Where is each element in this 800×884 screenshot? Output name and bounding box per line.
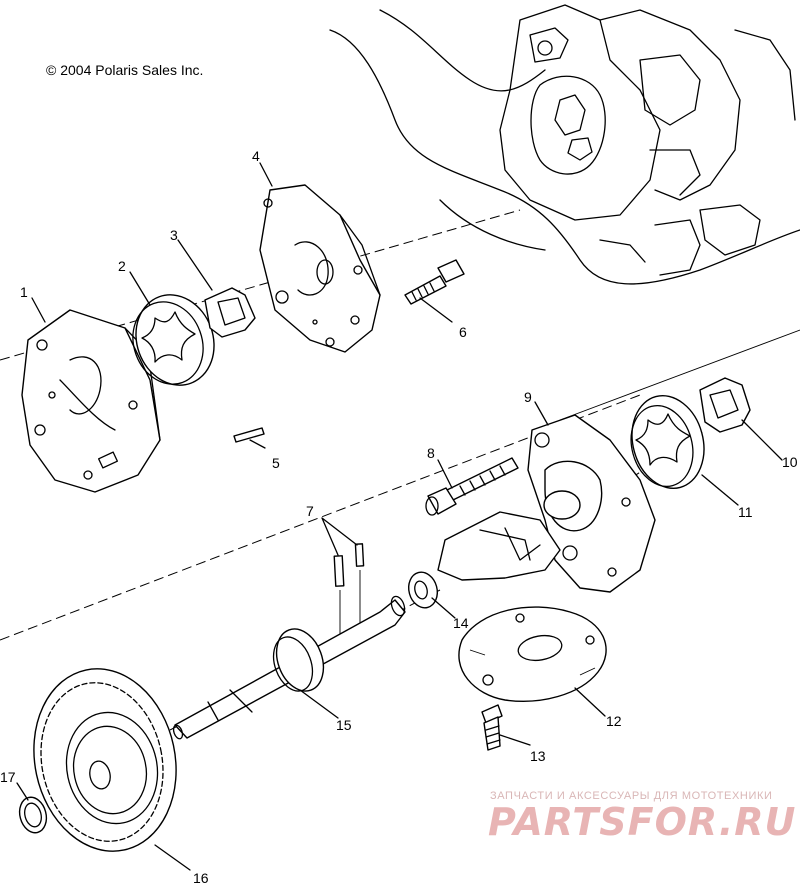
callout-12: 12 bbox=[606, 713, 622, 729]
outer-rotor-secondary bbox=[630, 395, 705, 489]
bolt-long bbox=[425, 457, 519, 516]
assembly-axis-right bbox=[559, 329, 800, 421]
callout-9: 9 bbox=[524, 389, 532, 405]
pump-body bbox=[21, 309, 161, 493]
callout-2: 2 bbox=[118, 258, 126, 274]
callout-3: 3 bbox=[170, 227, 178, 243]
snap-ring bbox=[18, 796, 48, 834]
pump-cover bbox=[527, 414, 656, 593]
callout-7: 7 bbox=[306, 503, 314, 519]
watermark-tagline: ЗАПЧАСТИ И АКСЕССУАРЫ ДЛЯ МОТОТЕХНИКИ bbox=[490, 790, 773, 802]
gasket-plate bbox=[458, 606, 607, 702]
callout-6: 6 bbox=[459, 324, 467, 340]
inner-rotor bbox=[204, 287, 256, 338]
washer bbox=[407, 571, 439, 609]
callout-1: 1 bbox=[20, 284, 28, 300]
pump-plate bbox=[259, 184, 381, 353]
leader-lines bbox=[16, 162, 783, 871]
dowel-pin bbox=[233, 427, 265, 443]
callout-16: 16 bbox=[193, 870, 209, 884]
oil-pickup-screen bbox=[437, 511, 561, 581]
callout-15: 15 bbox=[336, 717, 352, 733]
callout-labels: 1 2 3 4 5 6 7 8 9 10 11 12 13 14 15 16 1… bbox=[0, 148, 798, 884]
screw bbox=[481, 704, 503, 751]
bolt-short bbox=[404, 259, 465, 305]
callout-13: 13 bbox=[530, 748, 546, 764]
callout-17: 17 bbox=[0, 769, 16, 785]
callout-5: 5 bbox=[272, 455, 280, 471]
watermark-logo: PARTSFOR.RU bbox=[488, 800, 797, 844]
callout-14: 14 bbox=[453, 615, 469, 631]
crankcase-housing bbox=[329, 4, 800, 285]
drive-gear bbox=[33, 668, 177, 852]
inner-rotor-secondary bbox=[699, 377, 751, 433]
callout-11: 11 bbox=[738, 504, 753, 520]
roll-pins bbox=[333, 543, 365, 635]
callout-8: 8 bbox=[427, 445, 435, 461]
copyright-notice: © 2004 Polaris Sales Inc. bbox=[46, 62, 204, 78]
pump-shaft bbox=[172, 595, 406, 740]
callout-10: 10 bbox=[782, 454, 798, 470]
callout-4: 4 bbox=[252, 148, 260, 164]
